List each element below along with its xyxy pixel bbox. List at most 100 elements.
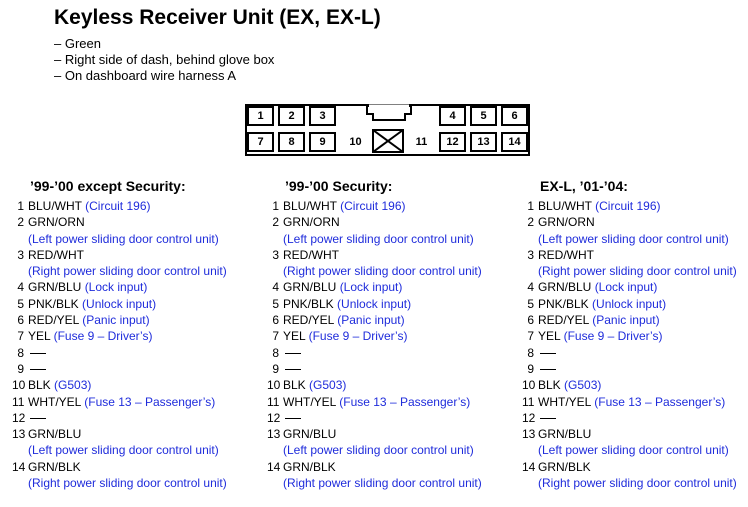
wire-color: RED/YEL [283, 313, 334, 328]
wire-color: PNK/BLK [538, 296, 589, 311]
pin-number: 9 [17, 361, 24, 376]
pin-function: (Left power sliding door control unit) [538, 231, 729, 246]
wire-color: GRN/BLK [28, 459, 81, 474]
page-title: Keyless Receiver Unit (EX, EX-L) [54, 6, 381, 29]
pin-row: 1 BLU/WHT (Circuit 196) [12, 198, 252, 214]
pin-number: 2 [527, 215, 534, 230]
pin-number: 4 [17, 280, 24, 295]
pin-number: 12 [12, 410, 26, 425]
pin-description: GRN/BLK(Right power sliding door control… [538, 459, 748, 492]
unused-pin-dash [540, 369, 556, 371]
pin-row: 9 [12, 361, 252, 377]
pin-function: (Right power sliding door control unit) [28, 264, 227, 279]
pin-function: (Left power sliding door control unit) [28, 443, 219, 458]
pin-function: (Unlock input) [337, 296, 412, 311]
pin-row: 12 [12, 410, 252, 426]
pin-description: BLU/WHT (Circuit 196) [28, 198, 252, 214]
column-heading: ’99-’00 except Security: [30, 178, 186, 194]
pin-number: 10 [267, 378, 281, 393]
wire-color: WHT/YEL [28, 394, 81, 409]
pin-function: (Panic input) [82, 313, 150, 328]
note-location: – Right side of dash, behind glove box [54, 52, 275, 67]
pin-number: 7 [272, 329, 279, 344]
pin-number: 14 [12, 459, 26, 474]
pin-description: RED/WHT(Right power sliding door control… [538, 247, 748, 280]
pin-description [28, 345, 252, 361]
pin-number: 3 [272, 247, 279, 262]
pin-number: 1 [17, 199, 24, 213]
pin-function: (Panic input) [337, 313, 405, 328]
pin-description: GRN/BLK(Right power sliding door control… [283, 459, 507, 492]
pin-number: 9 [527, 361, 534, 376]
pin-row: 8 [522, 345, 748, 361]
pin-number: 2 [272, 215, 279, 230]
pin-number: 10 [12, 378, 26, 393]
wire-color: BLU/WHT [538, 199, 592, 213]
pin-description: GRN/BLU (Lock input) [28, 279, 252, 295]
pin-number: 9 [272, 361, 279, 376]
pin-number: 13 [267, 427, 281, 442]
pin-number: 10 [522, 378, 536, 393]
pin-number: 8 [272, 345, 279, 360]
pin-7: 7 [247, 132, 274, 152]
pin-row: 9 [267, 361, 507, 377]
pin-function: (Circuit 196) [595, 199, 661, 213]
pin-4: 4 [439, 106, 466, 126]
pin-number: 13 [12, 427, 26, 442]
pin-number: 11 [522, 394, 535, 409]
pin-function: (Left power sliding door control unit) [283, 443, 474, 458]
unused-pin-dash [30, 369, 46, 371]
pin-6: 6 [501, 106, 528, 126]
pin-number: 13 [522, 427, 536, 442]
pin-14: 14 [501, 132, 528, 152]
pin-row: 12 [267, 410, 507, 426]
wire-color: GRN/ORN [283, 215, 340, 230]
pin-description: BLK (G503) [283, 377, 507, 393]
pin-function: (Lock input) [339, 280, 403, 295]
pin-function: (Right power sliding door control unit) [538, 264, 737, 279]
wire-color: GRN/ORN [28, 215, 85, 230]
pin-description [283, 410, 507, 426]
pin-11: 11 [408, 134, 435, 154]
wire-color: GRN/BLK [538, 459, 591, 474]
wire-color: GRN/BLU [538, 280, 592, 295]
pin-function: (G503) [54, 378, 92, 393]
pin-description: YEL (Fuse 9 – Driver’s) [538, 328, 748, 344]
pin-description: BLK (G503) [28, 377, 252, 393]
pin-function: (Fuse 9 – Driver’s) [563, 329, 663, 344]
pin-function: (Unlock input) [592, 296, 667, 311]
pin-description [283, 361, 507, 377]
wire-color: RED/WHT [283, 247, 339, 262]
wire-color: BLK [538, 378, 561, 393]
unused-pin-dash [30, 418, 46, 420]
pin-function: (G503) [309, 378, 347, 393]
wire-color: GRN/BLU [283, 280, 337, 295]
wire-color: RED/YEL [28, 313, 79, 328]
pin-number: 8 [17, 345, 24, 360]
wire-color: WHT/YEL [538, 394, 591, 409]
pin-number: 1 [272, 199, 279, 213]
wire-color: BLK [283, 378, 306, 393]
pin-description: BLK (G503) [538, 377, 748, 393]
pin-description: BLU/WHT (Circuit 196) [283, 198, 507, 214]
wire-color: GRN/BLU [283, 427, 337, 442]
pinout-list: 1 BLU/WHT (Circuit 196) 2 GRN/ORN (Left powe… [267, 198, 507, 491]
column-heading: EX-L, ’01-’04: [540, 178, 628, 194]
